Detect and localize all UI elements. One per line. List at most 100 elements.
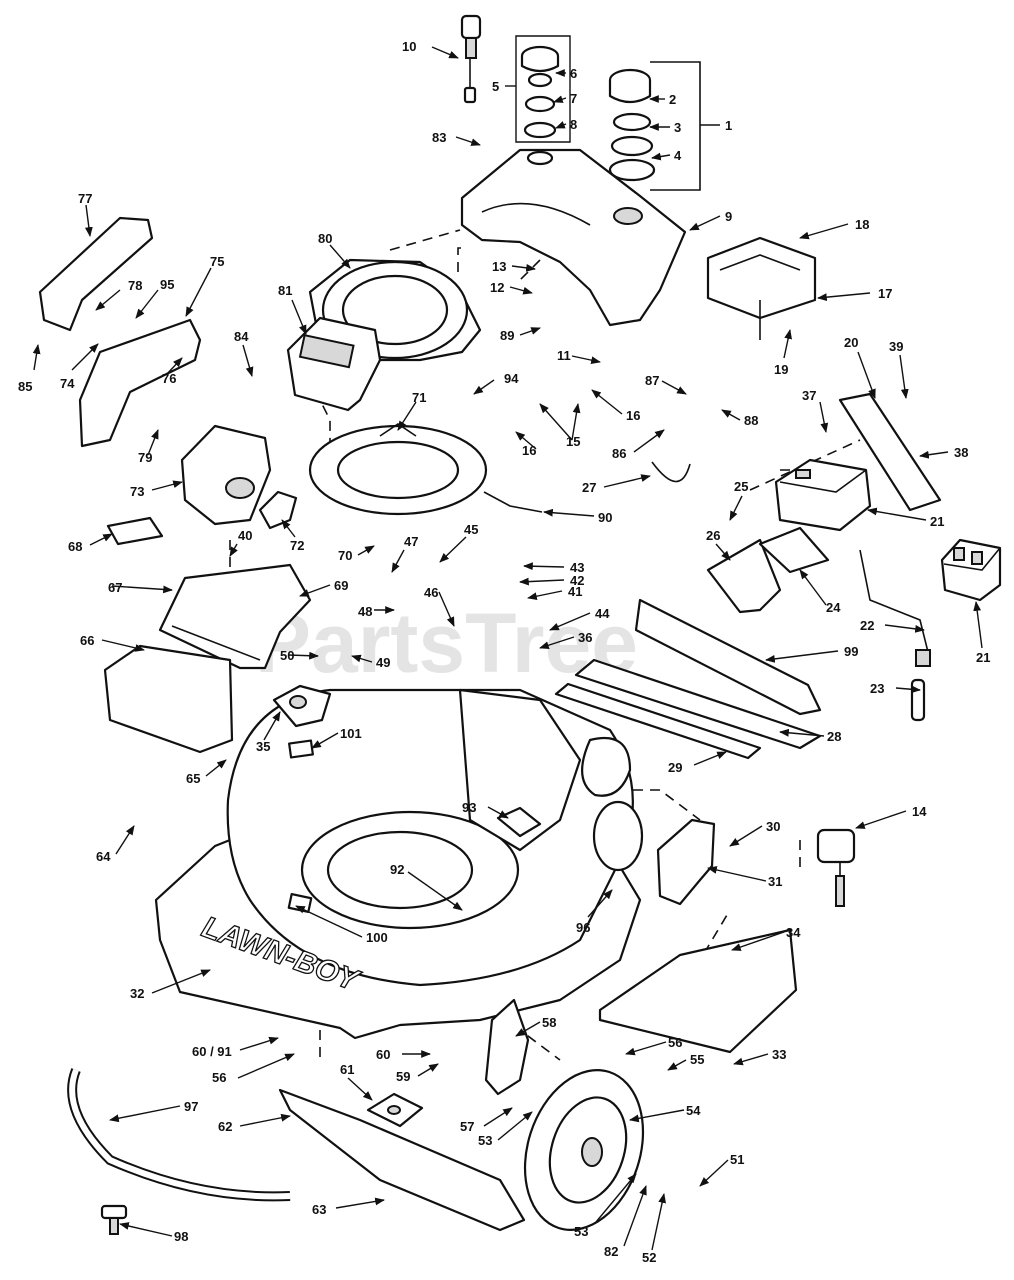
callout-55: 55 [690,1052,704,1067]
part-bracket-31 [656,818,716,906]
callout-93: 93 [462,800,476,815]
callout-95: 95 [160,277,174,292]
leader-lines [32,46,983,1251]
callout-53b: 53 [574,1224,588,1239]
callout-80: 80 [318,231,332,246]
part-spring-27 [651,461,691,483]
part-bolt-98 [100,1204,128,1235]
callout-74: 74 [60,376,75,391]
part-fuel-cap-assembly-1 [608,61,701,191]
callout-56b: 56 [212,1070,226,1085]
callout-86: 86 [612,446,626,461]
callout-32: 32 [130,986,144,1001]
callout-99: 99 [844,644,858,659]
callout-34: 34 [786,925,801,940]
callout-65: 65 [186,771,200,786]
callout-15: 15 [566,434,580,449]
callout-1: 1 [725,118,732,133]
part-adapter-61 [366,1092,424,1128]
part-cable-97 [67,1068,291,1202]
callout-77: 77 [78,191,92,206]
part-mulch-plate-34 [598,928,798,1054]
callout-76: 76 [162,371,176,386]
callout-100: 100 [366,930,388,945]
callout-50: 50 [280,648,294,663]
callout-67: 67 [108,580,122,595]
callout-11: 11 [557,348,571,363]
callout-79: 79 [138,450,152,465]
callout-26: 26 [706,528,720,543]
watermark: PartsTree ™ [255,596,746,690]
callout-101: 101 [340,726,362,741]
callout-25: 25 [734,479,748,494]
callout-45: 45 [464,522,478,537]
callout-17: 17 [878,286,892,301]
part-air-cleaner-73 [180,424,272,526]
part-bracket-38 [838,392,942,512]
callout-53a: 53 [478,1133,492,1148]
part-fuel-cap-assembly-5 [515,35,571,143]
watermark-text: PartsTree [255,596,638,690]
callout-5: 5 [492,79,499,94]
callout-66: 66 [80,633,94,648]
callout-23: 23 [870,681,884,696]
callout-52: 52 [642,1250,656,1265]
callout-70: 70 [338,548,352,563]
callout-78: 78 [128,278,142,293]
callout-71: 71 [412,390,426,405]
callout-75: 75 [210,254,224,269]
part-label-101 [288,739,314,759]
callout-24: 24 [826,600,841,615]
callout-87: 87 [645,373,659,388]
callout-37: 37 [802,388,816,403]
callout-82: 82 [604,1244,618,1259]
callout-10: 10 [402,39,416,54]
callout-89: 89 [500,328,514,343]
callout-81: 81 [278,283,292,298]
callout-69: 69 [334,578,348,593]
part-holder-26 [706,538,782,614]
callout-20: 20 [844,335,858,350]
callout-29: 29 [668,760,682,775]
callout-43: 43 [570,560,584,575]
part-pad-24 [758,526,830,574]
part-connector-23 [910,678,926,722]
callout-35: 35 [256,739,270,754]
callout-57: 57 [460,1119,474,1134]
callout-7: 7 [570,91,577,106]
part-harness-22 [859,549,931,667]
part-wheel-54 [523,1069,645,1231]
part-wire-90 [483,491,543,513]
callout-92: 92 [390,862,404,877]
callout-13: 13 [492,259,506,274]
callout-85: 85 [18,379,32,394]
callout-36: 36 [578,630,592,645]
callout-63: 63 [312,1202,326,1217]
callout-56a: 56 [668,1035,682,1050]
callout-21a: 21 [930,514,944,529]
part-blade-62 [278,1088,526,1232]
part-baffle-71 [308,423,488,516]
callout-41: 41 [568,584,582,599]
part-battery-21 [774,458,872,532]
callout-84: 84 [234,329,249,344]
part-height-adjuster-58 [484,998,530,1096]
part-chute-67 [158,563,312,670]
callout-97: 97 [184,1099,198,1114]
callout-96: 96 [576,920,590,935]
callout-labels: 10 5 6 7 8 2 3 4 1 83 9 18 77 80 13 12 1… [18,39,990,1265]
part-label-35 [272,684,332,728]
callout-39: 39 [889,339,903,354]
part-fuel-tank-9 [460,148,687,327]
part-cover-18 [706,236,817,340]
callout-31: 31 [768,874,782,889]
callout-16b: 16 [522,443,536,458]
callout-3: 3 [674,120,681,135]
callout-59: 59 [396,1069,410,1084]
callout-30: 30 [766,819,780,834]
callout-68: 68 [68,539,82,554]
part-engine-cover-81 [286,316,382,412]
callout-46: 46 [424,585,438,600]
callout-90: 90 [598,510,612,525]
